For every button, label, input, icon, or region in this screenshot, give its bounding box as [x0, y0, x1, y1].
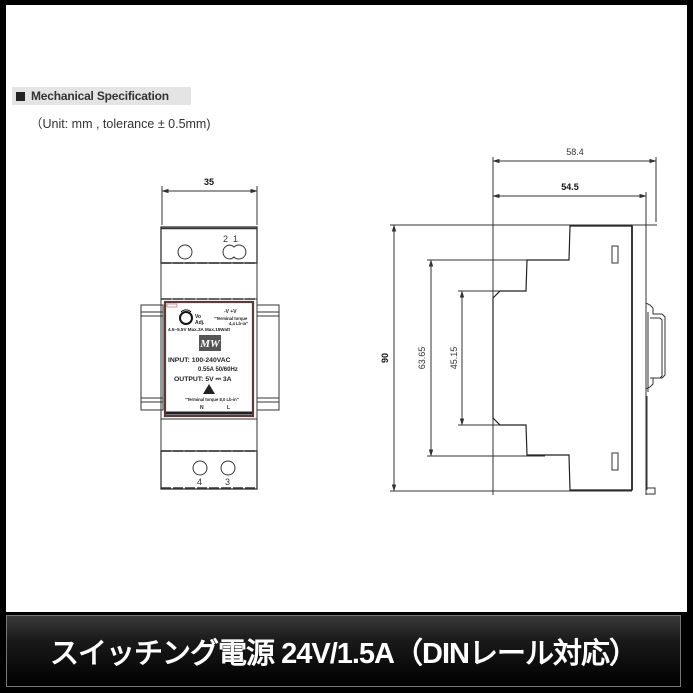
terminal-1-label: 1 — [233, 234, 238, 244]
polarity-markers: -V +V — [224, 309, 237, 315]
side-view — [390, 157, 666, 495]
input-line: INPUT: 100-240VAC — [168, 357, 231, 364]
product-banner: スイッチング電源 24V/1.5A（DINレール対応） — [6, 615, 681, 687]
step-height-dim: 63.65 — [417, 347, 427, 370]
section-header: Mechanical Specification — [12, 87, 191, 105]
section-title: Mechanical Specification — [31, 89, 169, 103]
bullet-square-icon — [16, 91, 25, 101]
front-view — [140, 186, 280, 490]
terminal-2-label: 2 — [223, 234, 228, 244]
output-line: OUTPUT: 5V ⎓ 3A — [174, 376, 232, 383]
terminal-3-label: 3 — [225, 477, 230, 487]
n-label: N — [200, 405, 204, 411]
front-height-dim: 45.15 — [449, 347, 459, 370]
drawing-canvas — [6, 5, 687, 612]
unit-note: （Unit: mm , tolerance ± 0.5mm) — [30, 117, 211, 131]
front-width-dim: 35 — [204, 177, 214, 187]
terminal-4-label: 4 — [197, 477, 202, 487]
banner-title: スイッチング電源 24V/1.5A（DINレール対応） — [50, 638, 638, 670]
input-current: 0.55A 50/60Hz — [198, 367, 238, 373]
torque-bottom: "Terminal torque 8,0 Lb-in" — [185, 397, 239, 402]
overall-depth-dim: 58.4 — [566, 147, 584, 157]
torque-top-line1: "Terminal torque — [214, 316, 248, 321]
vo-adj-label: Vo — [195, 314, 201, 320]
label-plate: Vo Adj. -V +V "Terminal torque 4,4 Lb-in… — [168, 309, 248, 411]
l-label: L — [227, 405, 230, 411]
height-dim: 90 — [380, 353, 390, 363]
body-depth-dim: 54.5 — [561, 182, 579, 192]
range-line: 4.5~5.5V Max.3A Max.15Watt — [168, 327, 231, 332]
torque-top-line2: 4,4 Lb-in" — [229, 321, 248, 326]
adj-label: Adj. — [195, 320, 205, 326]
brand-logo: MW — [199, 338, 221, 350]
warning-triangle-icon — [203, 384, 215, 394]
